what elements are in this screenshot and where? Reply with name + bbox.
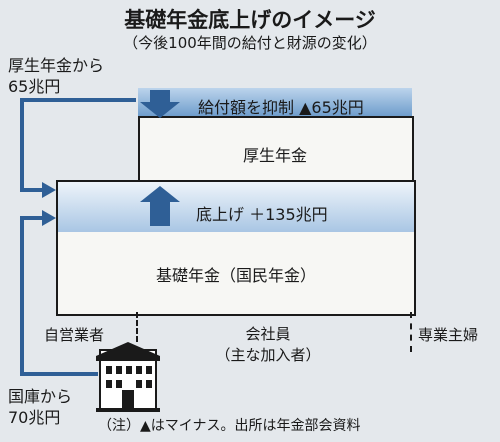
up-arrow-icon [140,186,180,226]
source-kokko-label: 国庫から 70兆円 [8,386,72,428]
footnote: （注）▲はマイナス。出所は年金部会資料 [98,418,361,434]
kokko-flow-line [20,210,98,376]
divider-right [410,312,412,352]
kiso-box-label: 基礎年金（国民年金） [155,266,316,285]
kosei-cut-label: 給付額を抑制 ▲65兆円 [198,98,364,117]
building-icon [96,342,160,412]
column-employee-sub: （主な加入者） [215,346,321,364]
boost-label: 底上げ ＋135兆円 [196,205,328,224]
kosei-box-label: 厚生年金 [242,146,307,165]
source-kokko-name: 国庫から [8,387,73,406]
divider-left [136,312,138,342]
page-subtitle: （今後100年間の給付と財源の変化） [123,34,377,52]
source-kosei-amount: 65兆円 [8,77,61,96]
boost-band [58,182,414,232]
column-employee: 会社員 （主な加入者） [208,324,328,366]
column-self-employed: 自営業者 [44,326,105,344]
source-kosei-label: 厚生年金から 65兆円 [8,55,104,97]
source-kokko-amount: 70兆円 [8,408,61,427]
page-title: 基礎年金底上げのイメージ [124,8,376,32]
source-kosei-name: 厚生年金から [8,56,105,75]
kosei-box [138,116,414,182]
kosei-flow-line [20,98,136,198]
column-employee-name: 会社員 [245,325,291,343]
column-spouse: 専業主婦 [418,326,479,344]
down-arrow-icon [140,90,180,118]
